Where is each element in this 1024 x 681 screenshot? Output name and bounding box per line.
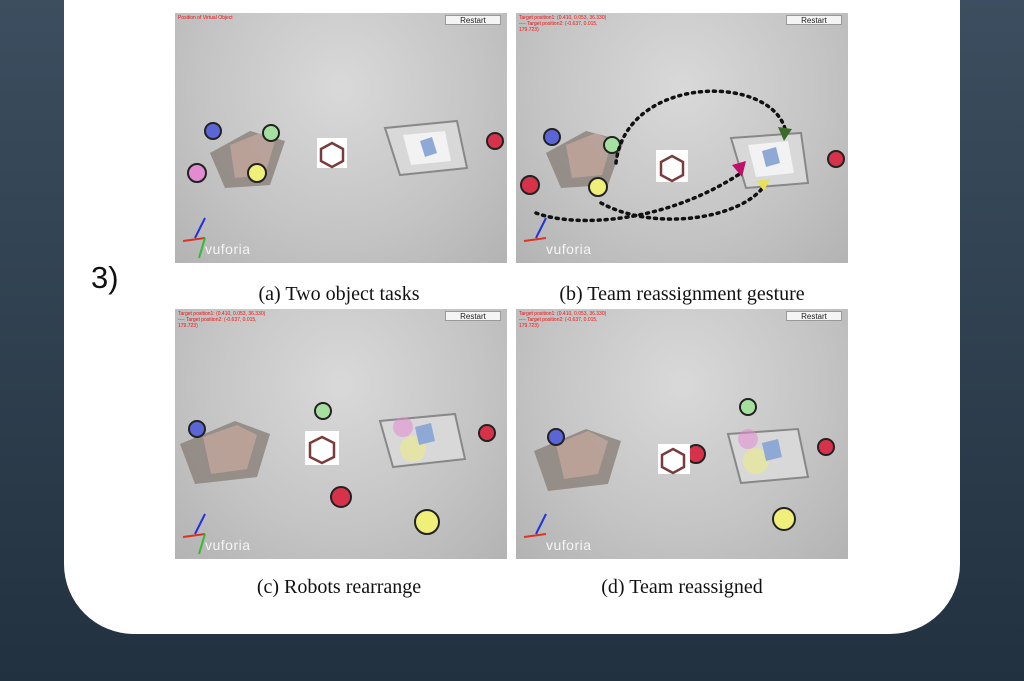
panel-a: Position of Virtual Object Restart vufor… [175,13,507,263]
panel-c-restart-button[interactable]: Restart [445,311,501,321]
panel-d-overlay-text: Target position1: (0.410, 0.053, 36.330)… [519,311,607,329]
panel-a-restart-button[interactable]: Restart [445,15,501,25]
panel-a-scene [182,119,504,259]
panel-c-overlay-text: Target position1: (0.410, 0.053, 36.330)… [178,311,266,329]
panel-d-vuforia-logo: vuforia [546,537,592,553]
panel-c-scene [180,402,496,555]
panel-b-overlay-text: Target position1: (0.410, 0.053, 36.330)… [519,15,607,33]
panel-b-restart-button[interactable]: Restart [786,15,842,25]
panel-a-vuforia-logo: vuforia [205,241,251,257]
panel-d: Target position1: (0.410, 0.053, 36.330)… [516,309,848,559]
step-label: 3) [91,260,119,295]
caption-b: (b) Team reassignment gesture [559,283,805,305]
panel-b-vuforia-logo: vuforia [546,241,592,257]
panel-d-scene [523,398,835,538]
panel-b-scene [520,89,845,242]
caption-a: (a) Two object tasks [258,283,420,305]
panel-c: Target position1: (0.410, 0.053, 36.330)… [175,309,507,559]
panel-d-restart-button[interactable]: Restart [786,311,842,321]
panel-a-overlay-text: Position of Virtual Object [178,15,233,21]
panel-c-vuforia-logo: vuforia [205,537,251,553]
panel-b: Target position1: (0.410, 0.053, 36.330)… [516,13,848,263]
caption-c: (c) Robots rearrange [256,576,422,598]
caption-d: (d) Team reassigned [601,576,763,598]
